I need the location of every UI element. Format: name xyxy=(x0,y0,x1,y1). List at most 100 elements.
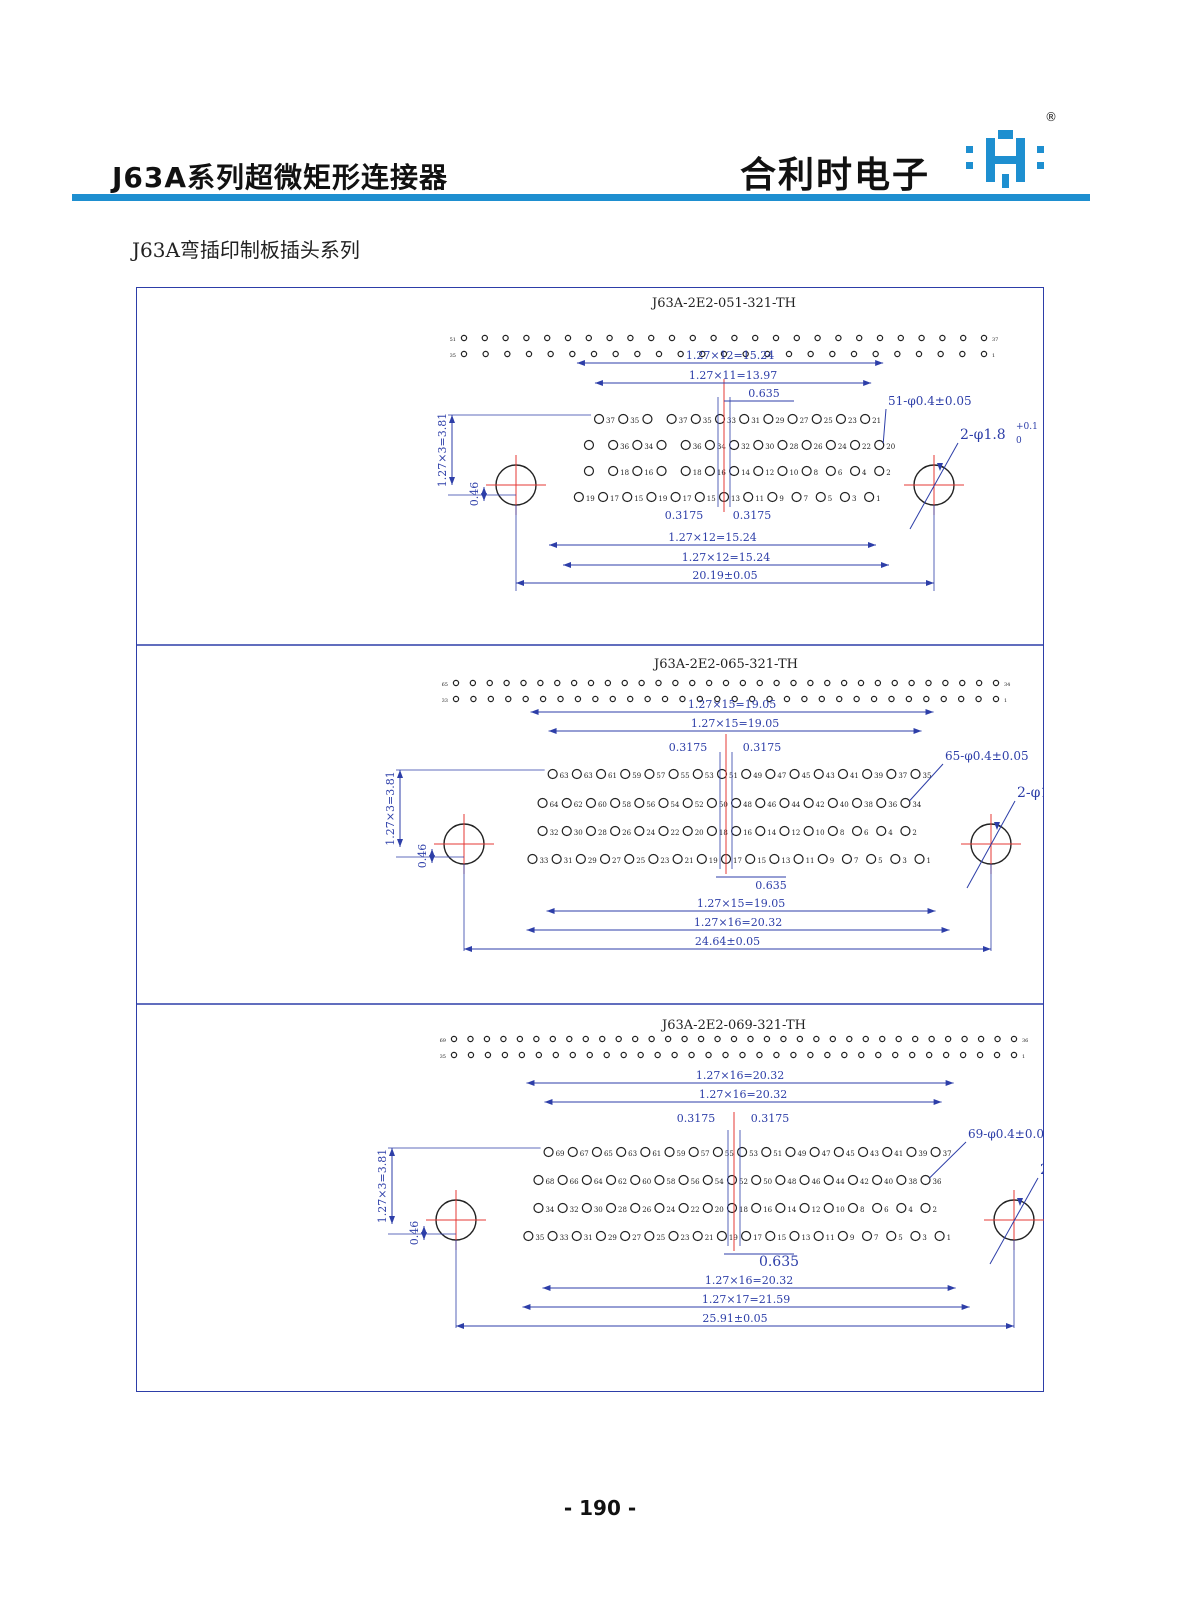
dia3-contact-pin-label: 4 xyxy=(908,1206,913,1214)
section-title: J63A弯插印制板插头系列 xyxy=(132,238,360,262)
dia2-contact-pin xyxy=(779,825,790,837)
dia1-contact-pin-label: 18 xyxy=(693,469,702,477)
dia1-bottom-dim-3-label: 20.19±0.05 xyxy=(692,569,757,582)
dia1-top-pin xyxy=(504,350,511,358)
dia1-contact-pin-label: 32 xyxy=(741,443,750,451)
dia2-top-pin xyxy=(908,679,915,687)
dia1-top-pin xyxy=(544,334,551,342)
dia2-top-pin xyxy=(773,679,780,687)
dia2-contact-pin xyxy=(900,825,911,837)
dia3-top-pin xyxy=(928,1035,935,1043)
dia1-top-pin xyxy=(915,350,923,358)
dia3-contact-callout: 69-φ0.4±0.05 xyxy=(968,1127,1044,1141)
dia3-contact-pin-label: 61 xyxy=(652,1150,661,1158)
dia2-contact-pin-label: 63 xyxy=(560,772,569,780)
dia1-contact-pin-label: 4 xyxy=(862,469,867,477)
dia3-contact-pin-label: 16 xyxy=(763,1206,772,1214)
dia3-bottom-dim-3-arrow-right xyxy=(1006,1323,1014,1329)
dia1-top-pin xyxy=(850,350,858,358)
dia2-contact-pin-label: 8 xyxy=(840,829,844,837)
dia2-row-span-dim-label: 1.27×3=3.81 xyxy=(384,771,397,845)
dia1-top-pin xyxy=(856,334,863,342)
dia2-contact-pin xyxy=(682,825,693,837)
dia1-contact-pin-label: 36 xyxy=(620,443,629,451)
dia3-contact-pin xyxy=(692,1230,703,1242)
dia1-contact-pin-label: 21 xyxy=(872,417,881,425)
dia3-contact-pin xyxy=(809,1146,820,1158)
dia1-bottom-dim-3-arrow-right xyxy=(926,580,934,586)
dia3-contact-pin-label: 64 xyxy=(594,1178,603,1186)
dia2-top-pin xyxy=(570,679,578,687)
dia1-contact-pin-label: 26 xyxy=(814,443,823,451)
dia1-contact-pin xyxy=(646,491,657,503)
dia2-top-pin xyxy=(621,679,628,687)
dia1-contact-leader xyxy=(882,408,887,444)
dia3-contact-pin xyxy=(702,1174,713,1186)
dia1-top-pin xyxy=(752,334,759,342)
dia1-top-pin xyxy=(814,334,821,342)
dia3-contact-pin-label: 66 xyxy=(570,1178,579,1186)
dia1-row-gap-dim-label: 0.46 xyxy=(468,482,481,507)
dia3-contact-pin-label: 26 xyxy=(642,1206,651,1214)
dia2-mount-callout: 2-φ1.8 xyxy=(1017,785,1044,801)
dia2-contact-pin-label: 61 xyxy=(608,772,617,780)
dia1-contact-pin-label: 25 xyxy=(824,417,833,425)
dia3-contact-pin-label: 6 xyxy=(884,1206,889,1214)
dia1-contact-pin-label: 34 xyxy=(644,443,653,451)
dia2-contact-pin-label: 20 xyxy=(695,829,704,837)
dia3-contact-pin xyxy=(668,1230,679,1242)
dia3-top-pin xyxy=(747,1035,754,1043)
dia2-contact-pin-label: 29 xyxy=(588,857,597,865)
dia1-top-pin xyxy=(689,334,697,342)
dia2-contact-pin xyxy=(803,825,814,837)
dia3-contact-pin-label: 60 xyxy=(642,1178,651,1186)
dia3-contact-pin-label: 40 xyxy=(884,1178,893,1186)
dia3-contact-pin xyxy=(910,1230,921,1242)
dia3-contact-pin-label: 21 xyxy=(705,1234,714,1242)
dia1-top-pin xyxy=(720,350,728,358)
dia2-top-pin xyxy=(609,695,616,703)
dia2-top-pin xyxy=(470,695,477,703)
dia2-contact-pin-label: 39 xyxy=(874,772,883,780)
dia3-contact-pin xyxy=(765,1230,776,1242)
dia2-top-pin xyxy=(487,695,495,703)
dia3-contact-pin xyxy=(872,1174,883,1186)
dia3-top-pin xyxy=(756,1051,763,1059)
dia1-top-dim-1-label: 1.27×12=15.24 xyxy=(686,349,774,362)
dia1-contact-pin-label: 28 xyxy=(789,443,798,451)
dia3-contact-pin xyxy=(533,1174,544,1186)
dia2-contact-pin-label: 33 xyxy=(539,857,548,865)
dia2-top-pin xyxy=(807,679,814,687)
dia1-top-pin xyxy=(481,334,488,342)
dia2-top-pin xyxy=(731,695,738,703)
series-title: J63A系列超微矩形连接器 xyxy=(112,161,449,194)
dia1-contact-pin xyxy=(593,413,605,425)
dia3-contact-pin-label: 69 xyxy=(556,1150,565,1158)
brand-name: 合利时电子 xyxy=(740,155,931,196)
dia2-top-pin xyxy=(520,679,527,687)
dia3-half-pitch-right: 0.3175 xyxy=(751,1112,790,1125)
dia3-contact-pin-label: 56 xyxy=(691,1178,700,1186)
dia3-contact-pin-label: 35 xyxy=(535,1234,544,1242)
dia2-contact-pin xyxy=(561,797,572,809)
dia2-contact-pin xyxy=(841,853,853,865)
dia2-contact-pin xyxy=(692,768,703,780)
dia2-pitch-label: 0.635 xyxy=(755,879,787,892)
dia3-top-pin xyxy=(467,1035,474,1043)
dia2-bottom-dim-3-arrow-right xyxy=(983,946,991,952)
dia3-contact-pin-label: 52 xyxy=(739,1178,748,1186)
dia3-top-pin xyxy=(841,1051,848,1059)
dia3-top-pin xyxy=(582,1035,589,1043)
dia3-contact-leader xyxy=(929,1141,967,1179)
dia2-top-pin xyxy=(790,679,797,687)
dia1-contact-pin-label: 8 xyxy=(814,469,818,477)
dia3-top-pin xyxy=(671,1051,678,1059)
dia3-contact-pin xyxy=(654,1174,665,1186)
dia3-top-pin xyxy=(824,1051,831,1059)
dia3-contact-pin xyxy=(620,1230,631,1242)
dia1-top-pin xyxy=(793,334,801,342)
dia1-contact-pin xyxy=(815,491,826,503)
dia2-bottom-dim-2-arrow-left xyxy=(526,927,535,933)
